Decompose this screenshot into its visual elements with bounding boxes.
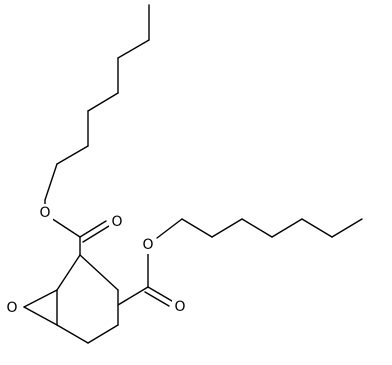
epoxide-bond-1 — [23, 289, 58, 308]
ester1-o-to-carbonyl-bond — [50, 217, 81, 238]
ring-bond-4 — [56, 324, 89, 344]
lower-chain-bond-3 — [211, 218, 243, 238]
lower-heptyl-chain — [156, 218, 363, 239]
upper-heptyl-chain — [44, 4, 150, 214]
upper-chain-bond-4 — [87, 92, 119, 112]
ester1-carbonyl-oxygen-label: O — [111, 214, 122, 230]
lower-chain-bond-6 — [301, 218, 333, 238]
ester2-carbonyl-double-bond-a — [147, 286, 173, 302]
epoxide-oxygen: O — [4, 299, 20, 317]
upper-chain-bond-2 — [117, 39, 150, 59]
ester2-carbonyl-to-ring-bond — [117, 286, 149, 306]
ester1-carbonyl-double-bond-a — [79, 220, 107, 238]
ester1-carbonyl-oxygen: O — [109, 213, 125, 231]
ester2-ether-oxygen: O — [140, 236, 156, 254]
ring-bond-3 — [87, 324, 119, 344]
ester1-carbonyl-double-bond-b — [82, 225, 110, 243]
ester-group-2 — [117, 244, 173, 307]
ester2-carbonyl-oxygen: O — [172, 298, 188, 316]
epoxide-bond-2 — [23, 306, 58, 326]
ester2-carbonyl-double-bond-b — [144, 291, 170, 307]
upper-chain-bond-7 — [44, 163, 58, 201]
lower-chain-bond-7 — [331, 218, 363, 238]
upper-chain-bond-6 — [56, 145, 89, 165]
ester1-ether-oxygen: O — [37, 204, 53, 222]
lower-chain-bond-5 — [271, 218, 303, 238]
epoxide-ring — [23, 289, 58, 326]
ester-group-1 — [50, 217, 110, 256]
ester2-carbonyl-oxygen-label: O — [174, 299, 185, 315]
ester2-ether-oxygen-label: O — [142, 237, 153, 253]
lower-chain-bond-4 — [241, 218, 273, 238]
cyclohexane-ring — [56, 254, 119, 344]
ring-bond-1 — [79, 254, 119, 291]
ring-bond-6 — [56, 254, 81, 291]
epoxide-oxygen-label: O — [6, 300, 17, 316]
ester1-ether-oxygen-label: O — [39, 205, 50, 221]
atom-labels: O O O O O — [4, 204, 188, 317]
lower-chain-bond-2 — [181, 218, 213, 238]
lower-chain-bond-1 — [156, 218, 183, 239]
